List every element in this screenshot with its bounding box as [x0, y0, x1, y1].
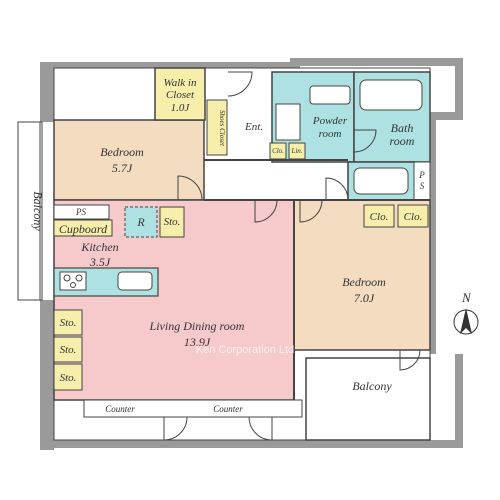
- ps-left-box: [53, 204, 110, 220]
- door-wet: [325, 177, 349, 201]
- bedroom-1-label: Bedroom: [100, 145, 144, 159]
- clo-small-1-label: Clo.: [272, 147, 284, 155]
- storage-kitchen-label: Sto.: [164, 216, 181, 228]
- kitchen-size: 3.5J: [89, 255, 111, 269]
- shoes-closet-area: [206, 99, 228, 156]
- clo-bed2-1-box: [363, 204, 395, 228]
- door-living: [254, 199, 278, 223]
- bedroom-2-label: Bedroom: [342, 275, 386, 289]
- room-labels: Walk in Closet 1.0J Shoes Closet Ent. Po…: [31, 77, 425, 414]
- walk-in-closet-size: 1.0J: [171, 102, 191, 114]
- ps-left-label: PS: [75, 207, 86, 217]
- balcony-right-label: Balcony: [352, 379, 392, 393]
- door-living-bottom-1: [163, 416, 188, 441]
- toilet-area: [275, 103, 301, 141]
- cupboard-label: Cupboard: [59, 222, 108, 236]
- sto-2-label: Sto.: [60, 344, 77, 356]
- walk-in-closet-label-1: Walk in: [164, 77, 197, 89]
- sto-2-box: [53, 336, 83, 363]
- door-living-bottom-2: [248, 416, 273, 441]
- living-dining-label: Living Dining room: [149, 319, 245, 333]
- door-bed1: [177, 175, 203, 201]
- shoes-closet-label: Shoes Closet: [218, 110, 226, 147]
- balcony-left-area: [17, 121, 43, 301]
- powder-sink: [309, 85, 351, 105]
- door-bed2: [299, 199, 323, 223]
- balcony-right-area: [305, 357, 431, 441]
- refrigerator-box: [124, 206, 158, 238]
- clo-bed2-2-box: [397, 204, 429, 228]
- burner-1: [63, 274, 71, 282]
- wall-right-notch: [430, 112, 463, 120]
- bath-room-label-1: Bath: [391, 121, 414, 135]
- watermark: Ken Corporation Ltd: [196, 344, 294, 356]
- wall-top: [40, 62, 300, 68]
- wall-left-lower: [40, 300, 54, 450]
- clo-bed2-1-label: Clo.: [370, 211, 389, 223]
- wall-right-lower: [455, 354, 463, 444]
- compass-needle-icon: [460, 308, 472, 334]
- living-dining-size: 13.9J: [184, 335, 211, 349]
- kitchen-sink: [117, 271, 153, 291]
- doors: [163, 71, 421, 441]
- burner-3: [70, 282, 76, 288]
- sto-1-label: Sto.: [60, 317, 77, 329]
- bedroom-2-size: 7.0J: [354, 291, 375, 305]
- storage-kitchen-box: [159, 206, 185, 238]
- door-bath: [353, 129, 377, 153]
- door-entrance: [227, 71, 253, 97]
- clo-bed2-2-label: Clo.: [404, 211, 423, 223]
- sto-1-box: [53, 309, 83, 336]
- clo-small-2-label: Lin.: [290, 147, 302, 155]
- ps-right-label-1: P: [418, 170, 425, 180]
- wall-right-upper: [455, 58, 463, 118]
- wall-left-upper: [40, 62, 54, 122]
- counter-2-label: Counter: [213, 404, 243, 414]
- compass: N: [453, 290, 479, 335]
- powder-room-label-1: Powder: [312, 115, 348, 127]
- ps-right-label-2: S: [420, 181, 425, 191]
- balcony-left-label: Balcony: [31, 191, 45, 231]
- door-balcony: [399, 349, 421, 371]
- walk-in-closet-area: [154, 67, 206, 121]
- burner-2: [75, 274, 83, 282]
- cupboard-box: [53, 219, 113, 237]
- sto-3-label: Sto.: [60, 372, 77, 384]
- kitchen-label: Kitchen: [80, 240, 118, 254]
- entrance-label: Ent.: [244, 121, 263, 133]
- stove: [59, 271, 87, 291]
- bedroom-1-area: [53, 119, 205, 201]
- sto-3-box: [53, 363, 83, 391]
- interior-walls: [204, 159, 430, 400]
- washer-basin: [353, 167, 409, 195]
- bedroom-1-size: 5.7J: [112, 161, 133, 175]
- counter-1-label: Counter: [105, 404, 135, 414]
- refrigerator-label: R: [136, 215, 145, 229]
- walls: [40, 58, 463, 450]
- compass-label: N: [461, 290, 472, 305]
- wall-bottom: [40, 440, 463, 448]
- wall-top-right: [290, 58, 460, 66]
- wall-right: [430, 112, 436, 354]
- bath-room-label-2: room: [390, 134, 415, 148]
- living-lower-extension: [83, 399, 303, 418]
- bathtub: [359, 79, 423, 111]
- powder-room-label-2: room: [319, 128, 342, 140]
- walk-in-closet-label-2: Closet: [166, 89, 195, 101]
